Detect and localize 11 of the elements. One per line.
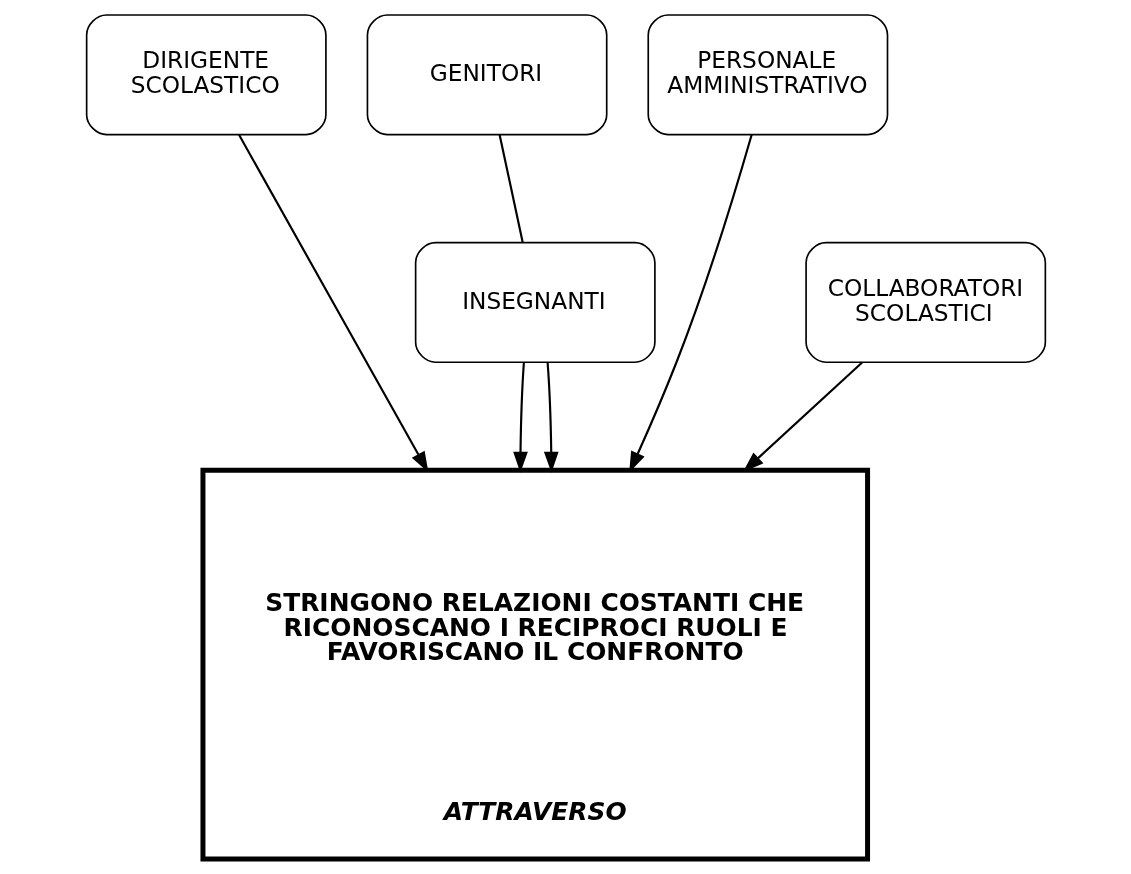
node-box: PERSONALE AMMINISTRATIVO <box>646 14 888 136</box>
arrow <box>237 134 428 473</box>
node-box: STRINGONO RELAZIONI COSTANTI CHE RICONOSCANO I RECIPROCI RUOLI E FAVORISCANO IL CONFRONTO ATTRAVERSO <box>199 467 870 862</box>
node-box: DIRIGENTE SCOLASTICO <box>85 14 327 136</box>
node-box: GENITORI <box>366 14 608 136</box>
arrow <box>512 362 528 473</box>
node-box: COLLABORATORI SCOLASTICI <box>804 241 1046 364</box>
connector <box>498 134 524 243</box>
node-box: INSEGNANTI <box>414 241 656 364</box>
arrow <box>543 362 559 473</box>
arrow <box>628 134 753 473</box>
